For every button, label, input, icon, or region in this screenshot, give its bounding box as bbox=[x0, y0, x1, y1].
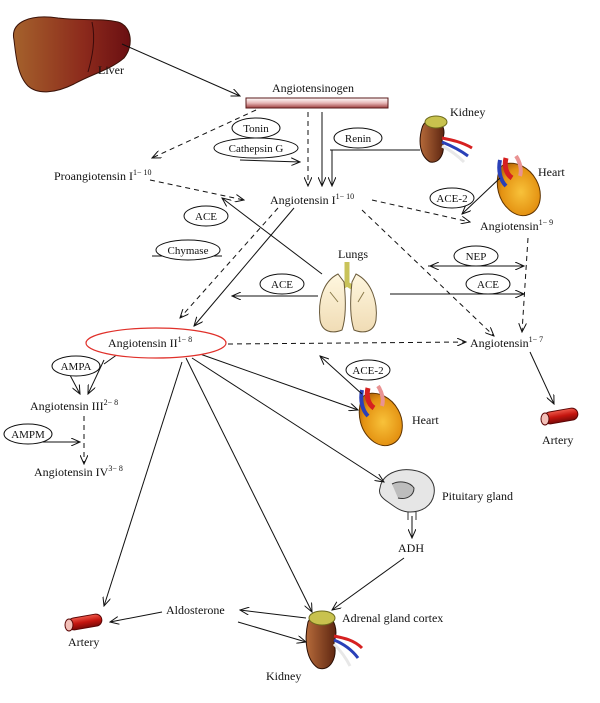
enzyme-ampm: AMPM bbox=[3, 423, 53, 445]
enzyme-label: ACE-2 bbox=[352, 365, 383, 377]
label-aldosterone: Aldosterone bbox=[166, 603, 225, 617]
label-kidney-bottom: Kidney bbox=[266, 669, 301, 683]
enzyme-cathepsin-g: Cathepsin G bbox=[213, 137, 299, 159]
enzyme-ace-right: ACE bbox=[465, 273, 511, 295]
label-angiotensin-1-7: Angiotensin1− 7 bbox=[470, 335, 543, 350]
enzyme-label: Tonin bbox=[243, 123, 269, 135]
label-angiotensinogen: Angiotensinogen bbox=[272, 81, 354, 95]
enzyme-label: NEP bbox=[466, 251, 487, 263]
artery-icon bbox=[540, 407, 579, 426]
enzyme-ace2-mid: ACE-2 bbox=[345, 359, 391, 381]
label-kidney-top: Kidney bbox=[450, 105, 485, 119]
label-angiotensin-iii: Angiotensin III2− 8 bbox=[30, 398, 118, 413]
enzyme-ace-top: ACE bbox=[183, 205, 229, 227]
label-heart-top: Heart bbox=[538, 165, 565, 179]
enzyme-nep: NEP bbox=[453, 245, 499, 267]
enzyme-ace-left: ACE bbox=[259, 273, 305, 295]
label-artery-right: Artery bbox=[542, 433, 573, 447]
heart-icon bbox=[496, 154, 541, 216]
label-proangiotensin: Proangiotensin I1− 10 bbox=[54, 168, 152, 183]
enzyme-label: ACE-2 bbox=[436, 193, 467, 205]
enzyme-label: ACE bbox=[195, 211, 217, 223]
kidney-icon bbox=[419, 115, 473, 164]
label-pituitary-gland: Pituitary gland bbox=[442, 489, 513, 503]
angiotensin-ii-highlight bbox=[85, 327, 227, 359]
enzyme-ampa: AMPA bbox=[51, 355, 101, 377]
label-angiotensin-ii: Angiotensin II1− 8 bbox=[108, 335, 192, 350]
pituitary-gland-icon bbox=[379, 469, 435, 520]
enzyme-label: ACE bbox=[477, 279, 499, 291]
heart-icon bbox=[358, 384, 403, 446]
enzyme-label: Cathepsin G bbox=[229, 143, 284, 155]
label-artery-left: Artery bbox=[68, 635, 99, 649]
enzyme-tonin: Tonin bbox=[231, 117, 281, 139]
enzyme-label: AMPA bbox=[61, 361, 92, 373]
label-angiotensin-1-9: Angiotensin1− 9 bbox=[480, 218, 553, 233]
enzyme-renin: Renin bbox=[333, 127, 383, 149]
angiotensinogen-bar bbox=[245, 97, 389, 109]
label-angiotensin-i: Angiotensin I1− 10 bbox=[270, 192, 354, 207]
label-adrenal-gland-cortex: Adrenal gland cortex bbox=[342, 611, 443, 625]
label-liver: Liver bbox=[98, 63, 124, 77]
artery-icon bbox=[64, 613, 103, 632]
enzyme-ace2-top: ACE-2 bbox=[429, 187, 475, 209]
enzyme-label: Renin bbox=[345, 133, 372, 145]
enzyme-label: ACE bbox=[271, 279, 293, 291]
label-heart-mid: Heart bbox=[412, 413, 439, 427]
enzyme-label: Chymase bbox=[168, 245, 209, 257]
liver-icon bbox=[13, 16, 131, 93]
enzyme-label: AMPM bbox=[11, 429, 45, 441]
lungs-icon bbox=[319, 262, 377, 333]
connectors bbox=[20, 43, 554, 642]
label-lungs: Lungs bbox=[338, 247, 368, 261]
label-adh: ADH bbox=[398, 541, 424, 555]
kidney-icon bbox=[305, 610, 364, 670]
label-angiotensin-iv: Angiotensin IV3− 8 bbox=[34, 464, 123, 479]
enzyme-chymase: Chymase bbox=[155, 239, 221, 261]
